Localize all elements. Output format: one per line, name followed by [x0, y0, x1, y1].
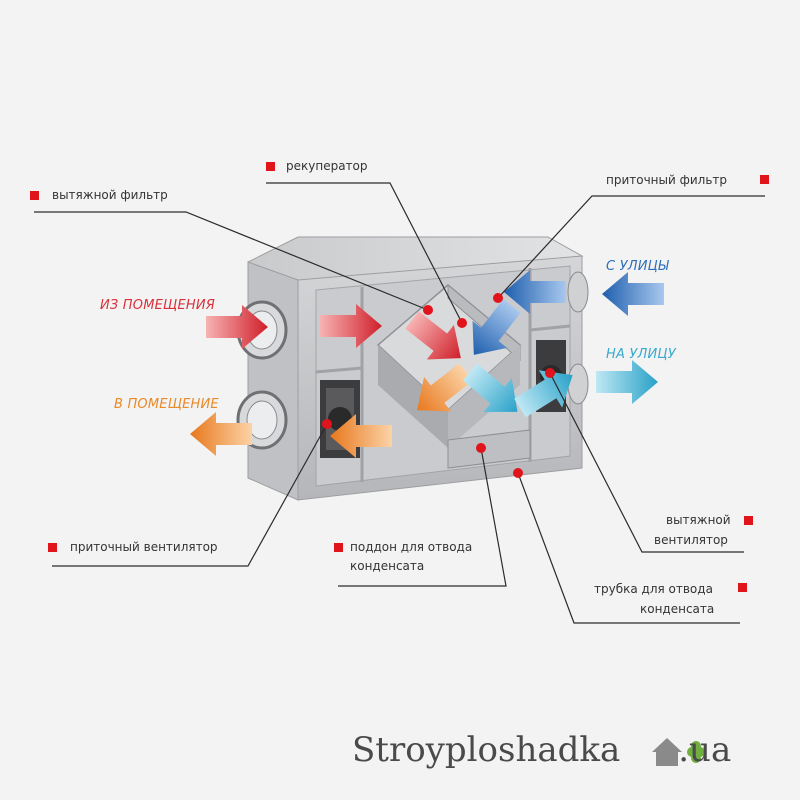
duct-room-supply [236, 390, 288, 450]
point-exhaust-fan [545, 368, 555, 378]
brand-tld: .ua [678, 730, 732, 770]
leader-drain-tube [517, 472, 740, 624]
label-exhaust-fan-2: вентилятор [654, 533, 728, 547]
marker-exhaust-filter [30, 191, 39, 200]
label-supply-fan: приточный вентилятор [70, 540, 218, 554]
label-supply-filter: приточный фильтр [606, 173, 728, 187]
leader-supply-filter [497, 195, 765, 299]
flow-label-to-room: В ПОМЕЩЕНИЕ [114, 397, 219, 412]
leader-exhaust-fan [549, 372, 744, 553]
flow-label-to-street: НА УЛИЦУ [606, 347, 676, 362]
label-exhaust-fan-1: вытяжной [666, 513, 731, 527]
leader-recuperator [266, 182, 463, 324]
marker-drain-tray [334, 543, 343, 552]
leader-exhaust-filter [34, 211, 429, 311]
marker-supply-fan [48, 543, 57, 552]
brand-logo-icon [652, 738, 705, 766]
flow-label-from-street: С УЛИЦЫ [606, 259, 669, 274]
label-drain-tray-2: конденсата [350, 559, 425, 573]
arrow-to-room-outside [190, 412, 252, 456]
arrow-to-street-outside [596, 360, 658, 404]
arrow-exhaust-out-core [462, 363, 518, 412]
label-recuperator: рекуператор [286, 159, 368, 173]
arrow-from-room-outside [206, 305, 268, 349]
leader-drain-tray [338, 447, 507, 587]
point-drain-tube [513, 468, 523, 478]
brand-watermark: Stroyploshadka .ua [352, 730, 731, 770]
label-drain-tube-2: конденсата [640, 602, 715, 616]
arrow-exhaust-through-core [405, 311, 461, 360]
point-drain-tray [476, 443, 486, 453]
point-supply-filter [493, 293, 503, 303]
arrow-to-room-inside [330, 414, 392, 458]
arrow-from-street-outside [602, 272, 664, 316]
label-drain-tray-1: поддон для отвода [350, 540, 473, 554]
label-exhaust-filter: вытяжной фильтр [52, 188, 168, 202]
marker-exhaust-fan [744, 516, 753, 525]
arrow-from-street-inside [504, 270, 566, 314]
brand-name: Stroyploshadka [352, 730, 621, 770]
point-exhaust-filter [423, 305, 433, 315]
arrow-to-street-inside [514, 370, 573, 418]
marker-recuperator [266, 162, 275, 171]
point-supply-fan [322, 419, 332, 429]
marker-drain-tube [738, 583, 747, 592]
arrow-supply-from-core [417, 363, 473, 412]
leader-supply-fan [52, 423, 328, 567]
flow-label-from-room: ИЗ ПОМЕЩЕНИЯ [100, 298, 215, 313]
label-drain-tube-1: трубка для отвода [594, 582, 713, 596]
leader-lines [34, 182, 765, 624]
duct-street-supply [567, 271, 589, 313]
duct-street-exhaust [567, 363, 589, 405]
point-recuperator [457, 318, 467, 328]
arrow-supply-into-core [472, 299, 521, 355]
marker-supply-filter [760, 175, 769, 184]
arrow-from-room-inside [320, 304, 382, 348]
point-markers [322, 293, 555, 478]
condensate-tray [447, 429, 531, 469]
